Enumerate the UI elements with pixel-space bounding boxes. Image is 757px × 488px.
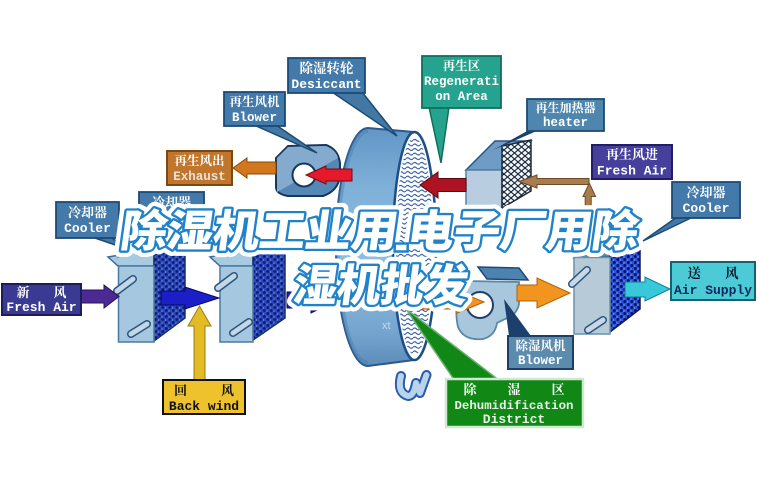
svg-text:除湿风机: 除湿风机 [515,336,566,354]
svg-text:Back wind: Back wind [169,399,239,414]
svg-text:再生区: 再生区 [443,56,481,74]
svg-text:Fresh Air: Fresh Air [597,164,667,179]
svg-text:Cooler: Cooler [64,221,111,236]
svg-text:Dehumidification: Dehumidification [455,399,574,413]
svg-text:再生风机: 再生风机 [229,92,280,110]
svg-text:Cooler: Cooler [683,201,730,216]
svg-text:xt: xt [382,320,391,332]
svg-text:heater: heater [543,116,588,130]
svg-text:再生风进: 再生风进 [606,144,658,163]
svg-text:Regenerati: Regenerati [424,75,499,89]
svg-text:Fresh Air: Fresh Air [6,300,76,315]
svg-text:除湿转轮: 除湿转轮 [300,57,354,77]
svg-text:District: District [483,412,545,427]
svg-text:湿机批发: 湿机批发 [290,250,473,314]
svg-text:on Area: on Area [435,90,488,104]
svg-text:除湿机工业用 电子厂用除: 除湿机工业用 电子厂用除 [117,196,644,260]
svg-text:再生风出: 再生风出 [174,151,224,169]
svg-text:Blower: Blower [232,111,277,125]
svg-text:Blower: Blower [518,354,563,368]
svg-text:冷却器: 冷却器 [68,202,107,221]
svg-text:再生加热器: 再生加热器 [535,99,595,116]
svg-text:冷却器: 冷却器 [152,192,191,211]
svg-text:Exhaust: Exhaust [173,170,226,184]
svg-text:除湿机工业用 电子厂用除: 除湿机工业用 电子厂用除 [117,196,644,260]
svg-text:冷却器: 冷却器 [686,182,725,201]
svg-text:Air Supply: Air Supply [674,283,752,298]
svg-text:Desiccant: Desiccant [291,77,361,92]
svg-text:湿机批发: 湿机批发 [290,250,473,314]
svg-text:Cooler: Cooler [148,211,195,226]
